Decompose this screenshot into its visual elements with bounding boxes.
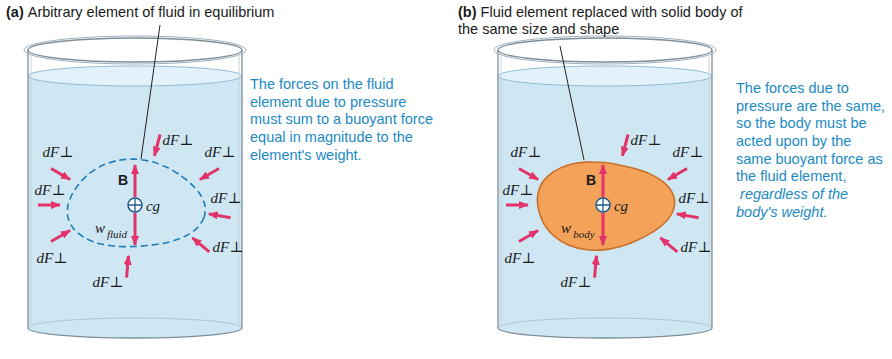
caption-text: Arbitrary element of fluid in equilibriu…	[28, 4, 275, 20]
force-label: dF⊥	[37, 251, 68, 266]
force-label: dF⊥	[511, 145, 542, 160]
buoyant-force-label: B	[586, 173, 596, 187]
center-of-gravity-cross	[596, 198, 610, 212]
beaker-rim-outer	[24, 36, 246, 64]
solid-body	[537, 162, 674, 250]
cg-label: cg	[614, 199, 628, 214]
buoyant-force-label: B	[118, 173, 128, 187]
beaker-bottom	[28, 328, 242, 338]
weight-arrow	[134, 213, 137, 245]
center-of-gravity-symbol	[128, 198, 142, 212]
beaker-rim-outer	[494, 36, 716, 64]
force-label: dF⊥	[561, 275, 592, 290]
beaker-bottom	[498, 328, 712, 338]
force-label: dF⊥	[673, 145, 704, 160]
pressure-force-arrow	[595, 256, 597, 278]
force-label: dF⊥	[35, 183, 66, 198]
beaker-rim	[498, 38, 712, 62]
force-label: dF⊥	[211, 191, 242, 206]
weight-subscript: body	[573, 229, 594, 240]
cg-label: cg	[146, 199, 160, 214]
caption-text: (a)	[6, 4, 24, 20]
pressure-force-arrow	[506, 204, 528, 207]
leader-line	[141, 25, 160, 159]
beaker-bottom-back	[498, 318, 712, 328]
beaker-wall-inner	[501, 56, 502, 326]
pressure-force-arrow	[660, 238, 677, 252]
water-surface	[28, 66, 242, 86]
pressure-force-arrow	[51, 169, 70, 180]
pressure-force-arrow	[519, 231, 538, 242]
pressure-force-arrow	[192, 238, 209, 252]
weight-subscript: fluid	[107, 229, 127, 240]
panel-heading: (b)Fluid element replaced with solid bod…	[458, 4, 750, 39]
center-of-gravity-cross	[128, 198, 142, 212]
beaker	[24, 36, 246, 338]
buoyant-force-arrow	[602, 165, 605, 197]
buoyant-force-arrow	[134, 165, 137, 197]
pressure-force-arrow	[519, 169, 538, 180]
beaker-rim	[28, 38, 242, 62]
weight-label: w	[561, 221, 571, 236]
water	[498, 76, 712, 338]
weight-label: w	[95, 221, 105, 236]
pressure-force-arrow	[200, 169, 219, 180]
caption-text: regardless of the body's weight.	[736, 186, 848, 220]
pressure-force-arrow	[154, 134, 160, 155]
beaker-wall	[241, 50, 242, 328]
force-label: dF⊥	[213, 240, 244, 255]
caption-text: Fluid element replaced with solid body o…	[458, 4, 743, 37]
pressure-force-arrow	[51, 231, 70, 242]
pressure-force-arrow	[668, 169, 687, 180]
pressure-force-arrow	[209, 214, 231, 218]
pressure-force-arrow	[677, 214, 699, 218]
force-label: dF⊥	[43, 145, 74, 160]
beaker-bottom-back	[28, 318, 242, 328]
fluid-element-outline	[67, 159, 205, 247]
beaker-wall-inner	[31, 56, 32, 326]
pressure-force-arrow	[127, 256, 129, 278]
beaker	[494, 36, 716, 338]
force-label: dF⊥	[163, 133, 194, 148]
force-label: dF⊥	[681, 240, 712, 255]
force-label: dF⊥	[503, 183, 534, 198]
explanation-note: The forces on the fluid element due to p…	[250, 76, 435, 164]
water-surface	[498, 66, 712, 86]
caption-text: (b)	[458, 4, 477, 20]
beaker-wall	[27, 50, 28, 328]
force-label: dF⊥	[93, 275, 124, 290]
beaker-wall	[497, 50, 498, 328]
pressure-force-arrow	[622, 134, 628, 155]
explanation-note: The forces due to pressure are the same,…	[736, 80, 886, 222]
panel-heading: (a)Arbitrary element of fluid in equilib…	[6, 4, 274, 21]
beaker-wall	[711, 50, 712, 328]
leader-line	[560, 46, 584, 160]
caption-text: The forces due to pressure are the same,…	[736, 80, 885, 184]
center-of-gravity-symbol	[596, 198, 610, 212]
force-label: dF⊥	[205, 145, 236, 160]
weight-arrow	[602, 213, 605, 245]
pressure-force-arrow	[38, 204, 60, 207]
force-label: dF⊥	[631, 133, 662, 148]
force-label: dF⊥	[679, 191, 710, 206]
water	[28, 76, 242, 338]
force-label: dF⊥	[505, 251, 536, 266]
caption-text: The forces on the fluid element due to p…	[250, 76, 433, 163]
